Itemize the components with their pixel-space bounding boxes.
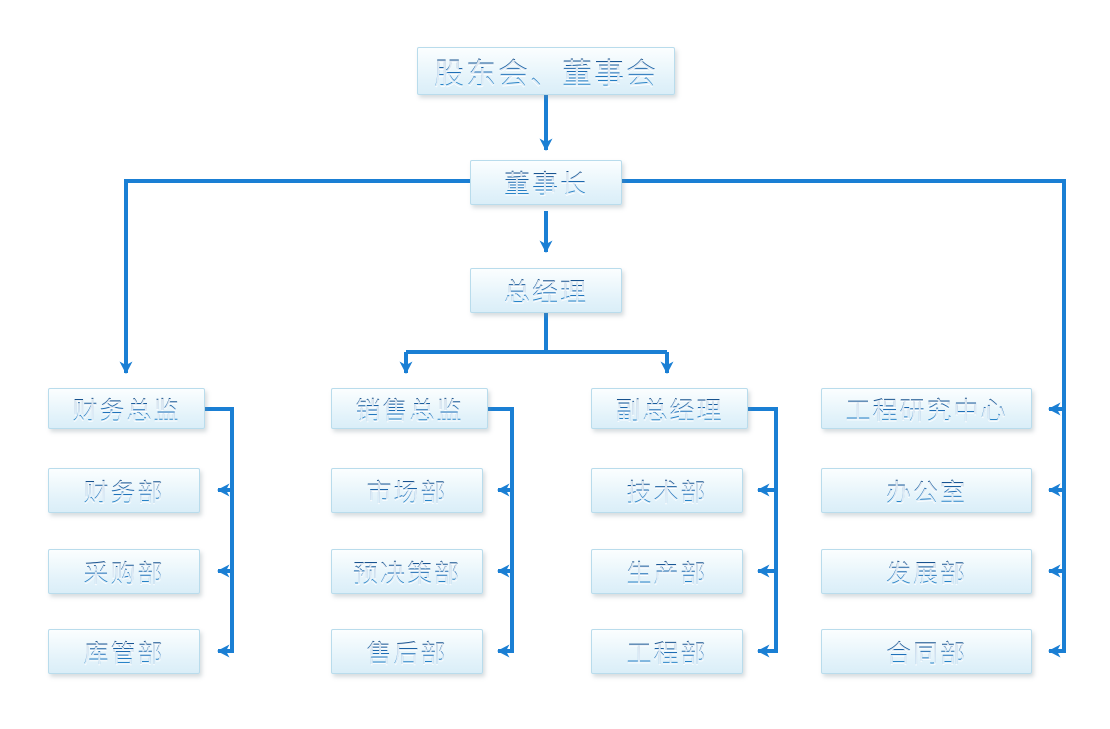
node-department-operations-1[interactable]: 技术部 [591, 468, 743, 513]
node-department-finance-1[interactable]: 财务部 [48, 468, 200, 513]
node-label: 合同部 [886, 634, 967, 670]
node-department-sales-1[interactable]: 市场部 [331, 468, 483, 513]
connector-finance-spine [205, 407, 234, 658]
node-label: 办公室 [886, 473, 967, 509]
connector-engineering-spine [1048, 409, 1066, 658]
connector-sales-spine [483, 407, 514, 658]
node-label: 生产部 [626, 554, 707, 590]
connector-deputy-spine [743, 407, 778, 658]
node-deputy-general-manager[interactable]: 副总经理 [591, 388, 748, 429]
node-label: 发展部 [886, 554, 967, 590]
node-label: 销售总监 [355, 391, 463, 427]
node-chairman[interactable]: 董事长 [470, 160, 622, 205]
node-department-finance-2[interactable]: 采购部 [48, 549, 200, 594]
node-label: 总经理 [504, 272, 588, 309]
node-department-operations-3[interactable]: 工程部 [591, 629, 743, 674]
node-label: 售后部 [366, 634, 447, 670]
node-label: 库管部 [83, 634, 164, 670]
node-engineering-research-center[interactable]: 工程研究中心 [821, 388, 1032, 429]
node-label: 工程研究中心 [845, 391, 1007, 427]
node-department-engineering-1[interactable]: 办公室 [821, 468, 1032, 513]
node-general-manager[interactable]: 总经理 [470, 268, 622, 313]
node-department-finance-3[interactable]: 库管部 [48, 629, 200, 674]
node-label: 财务部 [83, 473, 164, 509]
node-label: 财务总监 [72, 391, 180, 427]
connector-chairman-to-finance [119, 179, 470, 374]
node-sales-director[interactable]: 销售总监 [331, 388, 488, 429]
node-department-sales-2[interactable]: 预决策部 [331, 549, 483, 594]
node-label: 副总经理 [615, 391, 723, 427]
node-label: 董事长 [504, 164, 588, 201]
node-label: 预决策部 [353, 554, 461, 590]
node-department-operations-2[interactable]: 生产部 [591, 549, 743, 594]
node-label: 股东会、董事会 [434, 49, 658, 93]
node-label: 技术部 [626, 473, 707, 509]
node-label: 市场部 [366, 473, 447, 509]
connector-chairman-to-engineering [622, 179, 1066, 416]
node-finance-director[interactable]: 财务总监 [48, 388, 205, 429]
node-department-sales-3[interactable]: 售后部 [331, 629, 483, 674]
node-department-engineering-3[interactable]: 合同部 [821, 629, 1032, 674]
node-shareholders-board[interactable]: 股东会、董事会 [417, 47, 675, 95]
node-label: 采购部 [83, 554, 164, 590]
node-department-engineering-2[interactable]: 发展部 [821, 549, 1032, 594]
node-label: 工程部 [626, 634, 707, 670]
